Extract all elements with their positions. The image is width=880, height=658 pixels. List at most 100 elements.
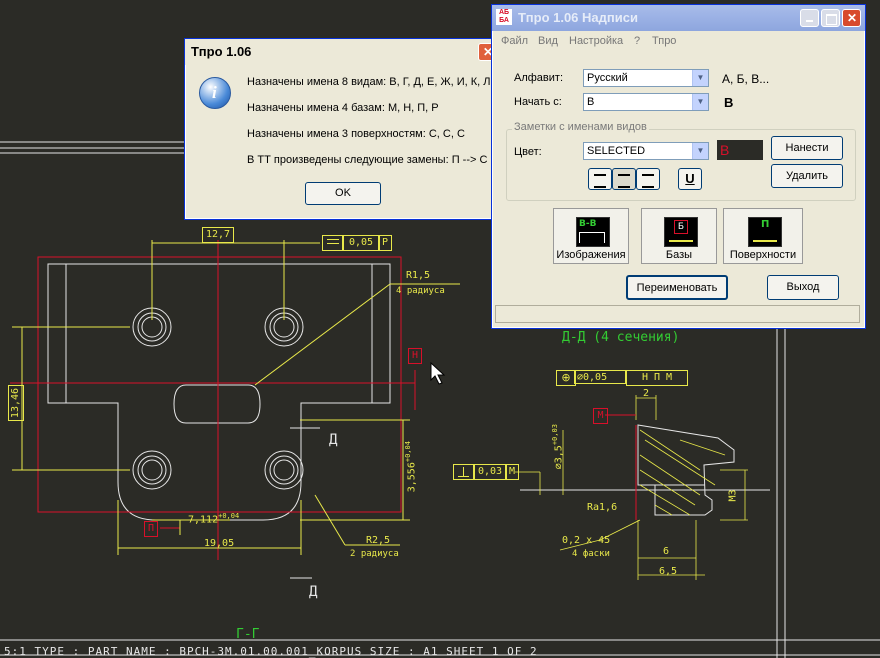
align-center-icon [618,174,630,188]
align-left-button[interactable] [588,168,612,190]
dim-2: 2 [643,388,650,399]
app-logo-icon: АБ БА [496,9,512,25]
datum-h: Н [408,348,422,364]
close-icon: ✕ [483,45,494,59]
color-value: SELECTED [587,145,646,157]
dim-top: 12,7 [202,227,234,243]
start-select[interactable]: В▼ [583,93,709,111]
color-sample: В [717,140,763,160]
menu-help[interactable]: ? [634,35,641,47]
alphabet-select[interactable]: Русский ▼ [583,69,709,87]
delete-button[interactable]: Удалить [771,164,843,188]
message-box-title: Тпро 1.06 [191,44,252,59]
alphabet-value: Русский [587,72,628,84]
align-right-button[interactable] [636,168,660,190]
alphabet-sample: А, Б, В... [722,72,770,86]
mouse-cursor-icon [430,361,446,385]
dialog-title: Тпро 1.06 Надписи [518,10,638,25]
flatness-datum: P [378,235,392,251]
minimize-icon [806,20,813,22]
views-icon: В-В [576,217,610,247]
position-symbol-icon: ⊕ [556,370,576,386]
flatness-value: 0,05 [342,235,380,251]
dim-6: 6 [663,546,670,557]
align-right-icon [642,174,654,188]
datum-m: М [593,408,608,424]
notes-group-label: Заметки с именами видов [512,121,649,133]
dialog-titlebar: АБ БА Тпро 1.06 Надписи ✕ [492,5,865,31]
radius-top: R1,5 [406,270,431,281]
maximize-icon [826,14,837,25]
surfaces-icon: П [748,217,782,247]
align-center-button[interactable] [612,168,636,190]
close-icon: ✕ [847,11,858,25]
message-line-4: В ТТ произведены следующие замены: П -->… [247,154,488,166]
section-mark-top: Д [329,432,338,448]
dim-left: 13,46 [8,385,24,421]
chamfer-note: 4 фаски [572,549,610,559]
perpendicularity-value: 0,03 [473,464,507,480]
dim-right: 3,556+0,04 [403,441,418,493]
dialog-close-button[interactable]: ✕ [842,9,861,27]
apply-button[interactable]: Нанести [771,136,843,160]
message-line-1: Назначены имена 8 видам: В, Г, Д, Е, Ж, … [247,76,491,88]
bases-icon: Б [664,217,698,247]
position-refs: Н П М [626,370,688,386]
minimize-button[interactable] [800,9,819,27]
chamfer: 0,2 x 45 [562,535,611,546]
chevron-down-icon: ▼ [692,94,708,110]
menu-file[interactable]: Файл [501,35,529,47]
bases-button[interactable]: Б Базы [641,208,717,264]
images-label: Изображения [556,249,626,261]
menu-view[interactable]: Вид [538,35,558,47]
underline-button[interactable]: U [678,168,702,190]
perpendicularity-datum: М [505,464,519,480]
maximize-button[interactable] [821,9,840,27]
message-box: Тпро 1.06 ✕ i Назначены имена 8 видам: В… [184,38,502,220]
dim-6-5: 6,5 [659,566,678,577]
position-tolerance: ⌀0,05 [574,370,626,384]
images-button[interactable]: В-В Изображения [553,208,629,264]
chevron-down-icon: ▼ [692,143,708,159]
tpro-dialog: АБ БА Тпро 1.06 Надписи ✕ Файл Вид Настр… [491,4,866,329]
roughness: Ra1,6 [587,502,618,513]
thread: М3 [727,489,739,502]
section-title: Д-Д (4 сечения) [562,330,680,345]
dim-diameter: ⌀3,5+0,03 [550,424,565,470]
flatness-symbol-icon [322,235,344,251]
message-box-titlebar: Тпро 1.06 ✕ [185,39,501,65]
radius-top-note: 4 радиуса [396,286,445,296]
perpendicularity-symbol-icon [453,464,475,480]
info-icon: i [199,77,231,109]
dim-bottom-small: 7,112+0,04 [188,512,240,526]
status-bar [495,305,860,323]
view-title: Г-Г [236,627,260,642]
start-label: Начать с: [514,96,562,108]
menu-tpro[interactable]: Тпро [652,35,677,47]
start-sample: В [724,95,734,110]
radius-bottom-note: 2 радиуса [350,549,399,559]
color-label: Цвет: [514,146,542,158]
color-select[interactable]: SELECTED ▼ [583,142,709,160]
ok-button[interactable]: OK [305,182,381,205]
surfaces-label: Поверхности [729,249,797,261]
start-value: В [587,96,595,108]
message-line-3: Назначены имена 3 поверхностям: С, С, С [247,128,465,140]
rename-button[interactable]: Переименовать [626,275,728,300]
title-block: 5:1 TYPE : PART NAME : BPCH-3M.01.00.001… [4,645,538,658]
radius-bottom: R2,5 [366,535,391,546]
message-line-2: Назначены имена 4 базам: М, Н, П, Р [247,102,439,114]
menu-bar: Файл Вид Настройка ? Тпро [492,32,865,50]
align-left-icon [594,174,606,188]
surfaces-button[interactable]: П Поверхности [723,208,803,264]
menu-settings[interactable]: Настройка [569,35,624,47]
bases-label: Базы [665,249,693,261]
chevron-down-icon: ▼ [692,70,708,86]
datum-p: П [144,521,158,537]
exit-button[interactable]: Выход [767,275,839,300]
alphabet-label: Алфавит: [514,72,564,84]
dim-bottom: 19,05 [204,538,235,549]
notes-group [506,129,856,201]
section-mark-bottom: Д [309,584,318,600]
